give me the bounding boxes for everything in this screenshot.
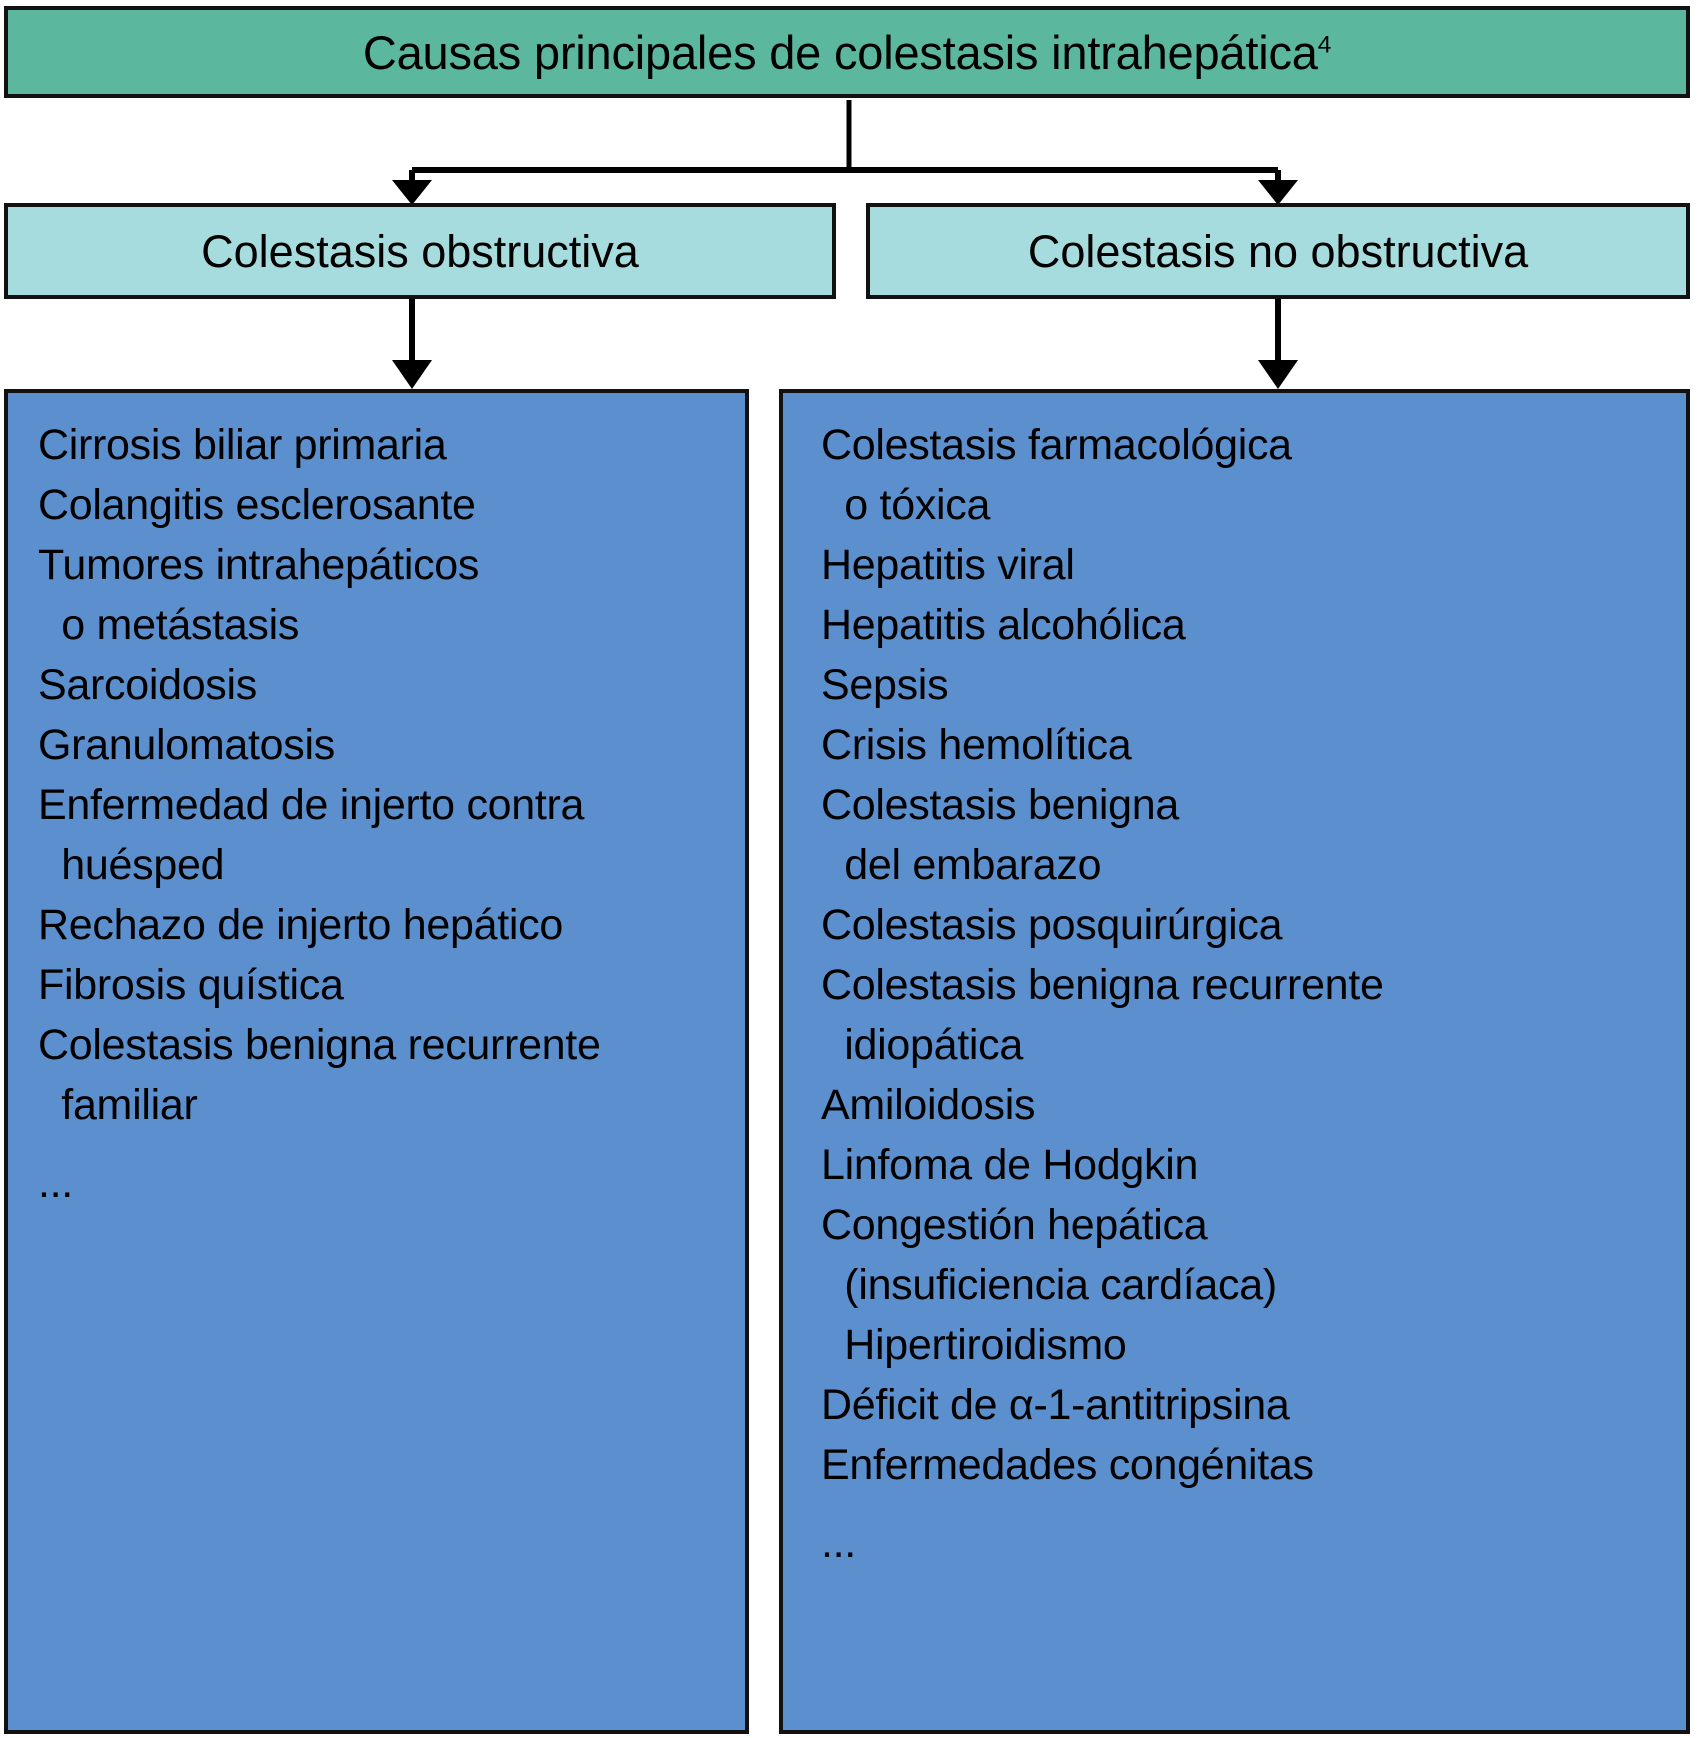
list-item: Amiloidosis (821, 1081, 1036, 1129)
list-item: Congestión hepática (821, 1201, 1208, 1249)
list-item: Crisis hemolítica (821, 721, 1132, 769)
connector-right-lower-arrowhead (1258, 360, 1298, 389)
list-item: Sarcoidosis (38, 661, 257, 709)
list-item: (insuficiencia cardíaca) (821, 1261, 1277, 1309)
list-item: Linfoma de Hodgkin (821, 1141, 1199, 1189)
list-item: Colestasis farmacológica (821, 421, 1292, 469)
list-item: Colestasis benigna recurrente (38, 1021, 601, 1069)
list-ellipsis: ... (38, 1159, 73, 1207)
list-item: Sepsis (821, 661, 949, 709)
connector-right-arrowhead (1258, 180, 1298, 205)
causes-box-obstructive: Cirrosis biliar primaria Colangitis escl… (4, 389, 749, 1734)
list-item: Colestasis benigna (821, 781, 1179, 829)
list-item: Cirrosis biliar primaria (38, 421, 447, 469)
list-item: del embarazo (821, 841, 1102, 889)
list-item: Enfermedades congénitas (821, 1441, 1314, 1489)
category-label-non-obstructive: Colestasis no obstructiva (1027, 225, 1529, 277)
page-title-text: Causas principales de colestasis intrahe… (362, 25, 1318, 79)
category-box-non-obstructive: Colestasis no obstructiva (866, 203, 1690, 299)
cause-list-obstructive: Cirrosis biliar primaria Colangitis escl… (16, 415, 737, 1213)
cause-list-non-obstructive: Colestasis farmacológica o tóxica Hepati… (791, 415, 1678, 1573)
list-item: o metástasis (38, 601, 300, 649)
list-ellipsis: ... (821, 1519, 856, 1567)
list-item: Enfermedad de injerto contra (38, 781, 585, 829)
list-item: Déficit de α-1-antitripsina (821, 1381, 1290, 1429)
list-item: Tumores intrahepáticos (38, 541, 480, 589)
chart-title-box: Causas principales de colestasis intrahe… (4, 6, 1690, 98)
list-item: o tóxica (821, 481, 991, 529)
list-item: Hepatitis viral (821, 541, 1075, 589)
list-item: Colestasis benigna recurrente (821, 961, 1384, 1009)
category-box-obstructive: Colestasis obstructiva (4, 203, 836, 299)
list-item: Rechazo de injerto hepático (38, 901, 563, 949)
connector-left-arrowhead (392, 180, 432, 205)
list-item: idiopática (821, 1021, 1023, 1069)
list-item: Fibrosis quística (38, 961, 344, 1009)
list-item: Granulomatosis (38, 721, 335, 769)
list-item: Hipertiroidismo (821, 1321, 1127, 1369)
list-item: huésped (38, 841, 225, 889)
page-title: Causas principales de colestasis intrahe… (363, 29, 1331, 76)
list-item: Colestasis posquirúrgica (821, 901, 1283, 949)
causes-box-non-obstructive: Colestasis farmacológica o tóxica Hepati… (779, 389, 1690, 1734)
category-label-obstructive: Colestasis obstructiva (201, 225, 639, 277)
list-item: Hepatitis alcohólica (821, 601, 1186, 649)
page-title-superscript: 4 (1317, 30, 1332, 58)
connector-left-lower-arrowhead (392, 360, 432, 389)
list-item: Colangitis esclerosante (38, 481, 476, 529)
list-item: familiar (38, 1081, 198, 1129)
